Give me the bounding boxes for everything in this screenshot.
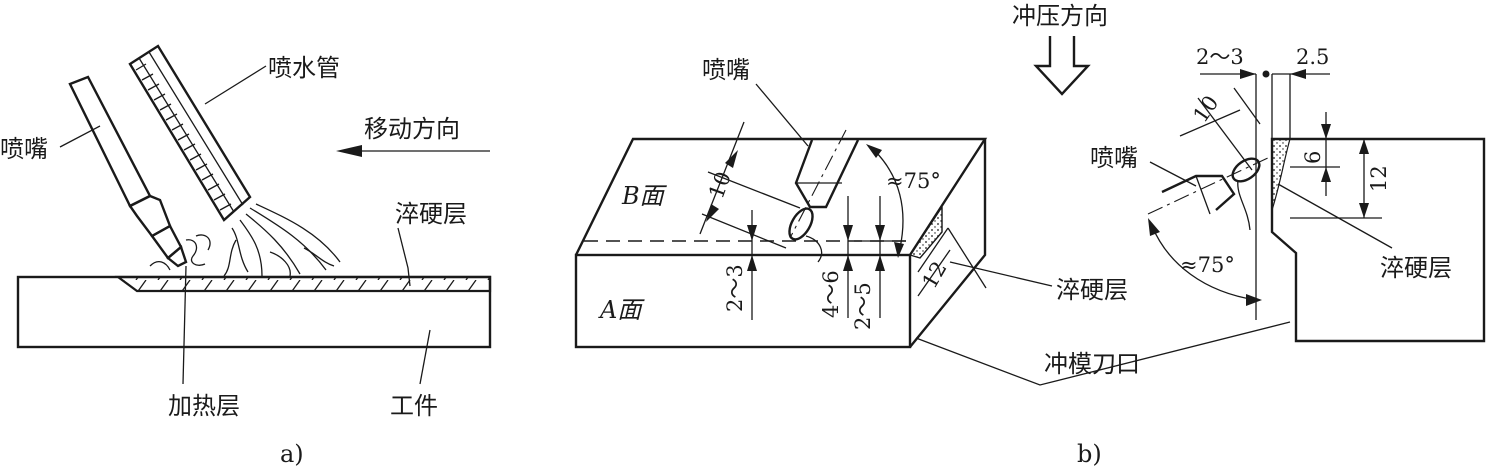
leader-hardened-mid [949,261,1053,287]
move-direction-arrow [336,145,490,157]
figure-b-block: 喷嘴 B面 A面 ≈75° 10 2～3 4～6 2～5 12 淬硬层 冲模刀口 [574,56,1291,386]
dim-12-right [1290,139,1382,219]
label-stamping-direction: 冲压方向 [1012,2,1108,30]
hardened-zone-edge [919,207,943,259]
leader-workpiece [419,329,431,385]
dim-10-mid [699,121,801,249]
label-water-pipe: 喷水管 [268,54,340,82]
nozzle-torch [68,75,188,268]
face-b-outline [574,137,988,256]
side-face-outline [909,139,987,348]
hardened-layer-strip [114,275,492,293]
label-dim-4-6: 4～6 [819,270,843,318]
leader-die-edge [915,321,1291,386]
label-dim-2-3-mid: 2～3 [723,264,747,312]
label-hardened-layer-mid: 淬硬层 [1056,276,1128,304]
label-die-edge: 冲模刀口 [1044,350,1140,378]
figure-b-section: 2～3 2.5 10 6 12 喷嘴 ≈75° 淬硬层 [1090,45,1486,343]
dim-4-6 [843,196,853,318]
angle-75-right [1148,218,1262,306]
label-heating-layer: 加热层 [168,392,240,420]
label-angle-mid: ≈75° [886,169,941,193]
label-move-direction: 移动方向 [364,115,460,143]
face-a-outline [574,253,912,349]
label-nozzle-mid: 喷嘴 [702,56,750,84]
label-nozzle-a: 喷嘴 [0,135,48,163]
dim-2-5-mid [854,196,906,318]
dim-2-3-mid [747,210,757,320]
leader-heating [182,265,187,385]
dim-10-right [1179,87,1261,171]
label-angle-right: ≈75° [1180,253,1235,277]
label-dim-2-5-top: 2.5 [1296,45,1329,69]
stamping-arrow [1033,36,1091,96]
angle-75-mid [866,144,904,258]
label-hardened-layer-right: 淬硬层 [1380,254,1452,282]
leader-water-pipe [204,65,267,105]
nozzle-mid [788,129,860,263]
label-dim-10-mid: 10 [704,168,736,201]
label-hardened-layer-a: 淬硬层 [395,200,467,228]
stamping-direction: 冲压方向 [1012,2,1108,96]
dim-6 [1290,112,1340,196]
label-workpiece: 工件 [390,392,438,420]
label-dim-10-right: 10 [1188,91,1223,127]
label-face-a: A面 [598,296,645,324]
label-nozzle-right: 喷嘴 [1090,144,1138,172]
leader-nozzle-a [59,125,101,148]
water-spray-pipe [128,44,252,222]
leader-nozzle-right [1149,161,1197,187]
label-face-b: B面 [621,182,668,210]
figure-a: 喷嘴 喷水管 移动方向 淬硬层 加热层 工件 a) [0,44,492,466]
dim-top [1200,69,1330,139]
label-dim-2-3-top: 2～3 [1196,45,1244,69]
label-dim-12-mid: 12 [918,257,952,292]
spray-wisps [149,203,341,277]
leader-nozzle-mid [755,83,809,147]
leader-hardened-right [1277,183,1393,249]
label-dim-12-right: 12 [1367,165,1391,192]
caption-a: a) [280,440,304,466]
dim-12-mid [917,227,987,297]
hardened-zone-right [1271,138,1291,211]
die-section [1270,137,1486,343]
leader-hardened-a [397,227,411,287]
nozzle-right [1147,155,1273,231]
label-dim-2-5-mid: 2～5 [851,282,875,330]
caption-b: b) [1077,440,1102,466]
label-dim-6: 6 [1301,151,1325,164]
